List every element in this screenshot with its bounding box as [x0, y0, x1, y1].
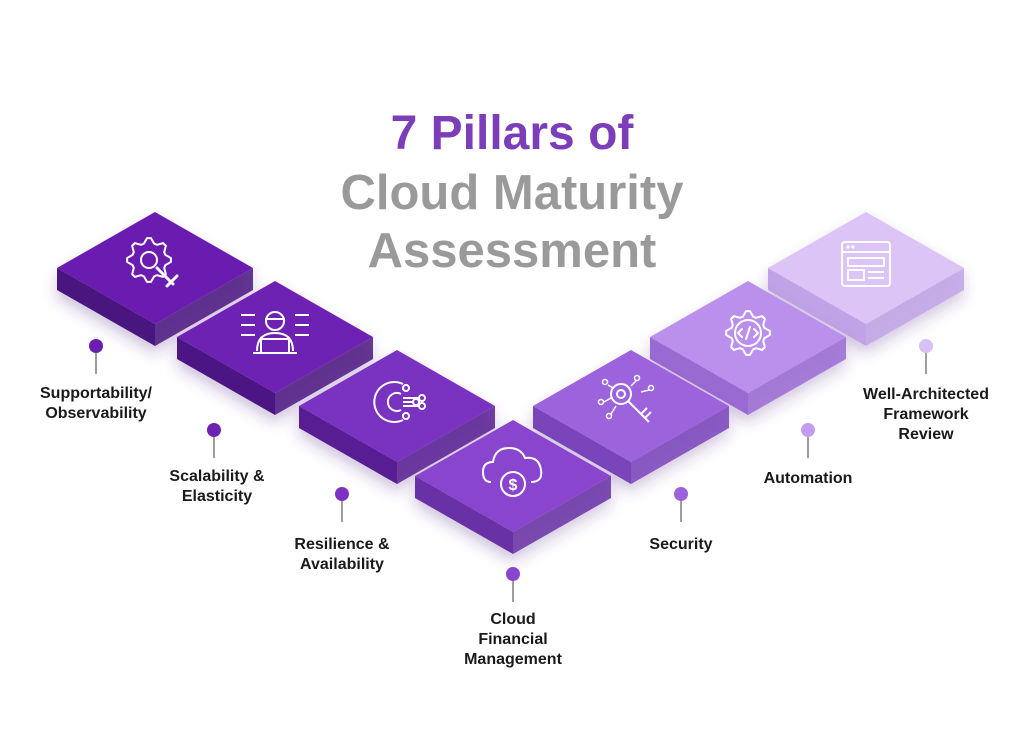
- person-laptop-icon: [241, 311, 309, 354]
- pillar-tile-side-right: [155, 268, 253, 346]
- pillar-tile-top: [299, 350, 495, 462]
- gear-code-icon: [725, 310, 771, 356]
- pillar-label: Security: [581, 535, 781, 555]
- connector-dot: [207, 423, 221, 437]
- pillar-tile-top: [533, 350, 729, 462]
- pillar-label-line: Scalability &: [169, 468, 265, 485]
- pillar-label: Scalability & Elasticity: [117, 467, 317, 507]
- pillar-tile-side-right: [748, 337, 846, 415]
- pillar-label: Supportability/Observability: [0, 384, 196, 424]
- gear-circuit-icon: [373, 381, 426, 423]
- title-line-3: Assessment: [367, 224, 657, 278]
- pillar-label-line: Financial: [478, 631, 548, 648]
- pillar-tile: [57, 212, 253, 346]
- pillar-tile-side-right: [275, 337, 373, 415]
- pillar-label: Resilience & Availability: [242, 535, 442, 575]
- pillar-tile-side-left: [533, 406, 631, 484]
- pillar-label-line: Resilience &: [294, 536, 390, 553]
- connector-dot: [919, 339, 933, 353]
- pillar-label-line: Supportability/: [40, 385, 152, 402]
- pillar-label-line: Security: [649, 536, 713, 553]
- connector-dot: [335, 487, 349, 501]
- pillar-tile-side-left: [299, 406, 397, 484]
- pillar-tile-side-left: [177, 337, 275, 415]
- pillar-label-line: Cloud: [490, 611, 536, 628]
- pillar-tile: $: [415, 420, 611, 554]
- pillar-tile-side-left: [768, 268, 866, 346]
- pillar-label-line: Management: [464, 651, 562, 668]
- pillar-tile-side-right: [866, 268, 964, 346]
- key-circuit-icon: [597, 374, 655, 423]
- pillar-tile-side-right: [513, 476, 611, 554]
- connector-dot: [674, 487, 688, 501]
- svg-text:$: $: [509, 477, 518, 494]
- title-line-2: Cloud Maturity: [340, 166, 684, 220]
- connector-dot: [89, 339, 103, 353]
- pillar-tile-side-left: [57, 268, 155, 346]
- pillar-tile-top: [177, 281, 373, 393]
- gear-wrench-icon: [126, 237, 179, 288]
- pillar-label-line: Review: [898, 426, 954, 443]
- pillar-label-line: Automation: [763, 470, 853, 487]
- pillar-tile: [768, 212, 964, 346]
- browser-window-icon: [841, 241, 891, 287]
- connector-dot: [506, 567, 520, 581]
- cloud-dollar-icon: $: [481, 446, 543, 497]
- pillar-tile-top: [768, 212, 964, 324]
- pillar-tile-side-left: [650, 337, 748, 415]
- pillar-tile-side-right: [631, 406, 729, 484]
- pillar-tile: [533, 350, 729, 484]
- pillar-tile: [650, 281, 846, 415]
- pillar-tile-top: [650, 281, 846, 393]
- pillar-label-line: Elasticity: [181, 488, 253, 505]
- pillar-tile-side-left: [415, 476, 513, 554]
- pillar-tile: [177, 281, 373, 415]
- pillar-label-line: Observability: [45, 405, 147, 422]
- pillar-tile-top: [57, 212, 253, 324]
- pillar-label: Automation: [708, 469, 908, 489]
- title-line-1: 7 Pillars of: [390, 107, 634, 160]
- pillar-label-line: Framework: [883, 406, 969, 423]
- pillar-label-line: Availability: [300, 556, 384, 573]
- page-title: 7 Pillars of Cloud Maturity Assessment: [0, 104, 1024, 280]
- pillar-tile-side-right: [397, 406, 495, 484]
- pillar-label-line: Well-Architected: [863, 386, 989, 403]
- pillar-tile-top: [415, 420, 611, 532]
- connector-dot: [801, 423, 815, 437]
- pillar-tile: [299, 350, 495, 484]
